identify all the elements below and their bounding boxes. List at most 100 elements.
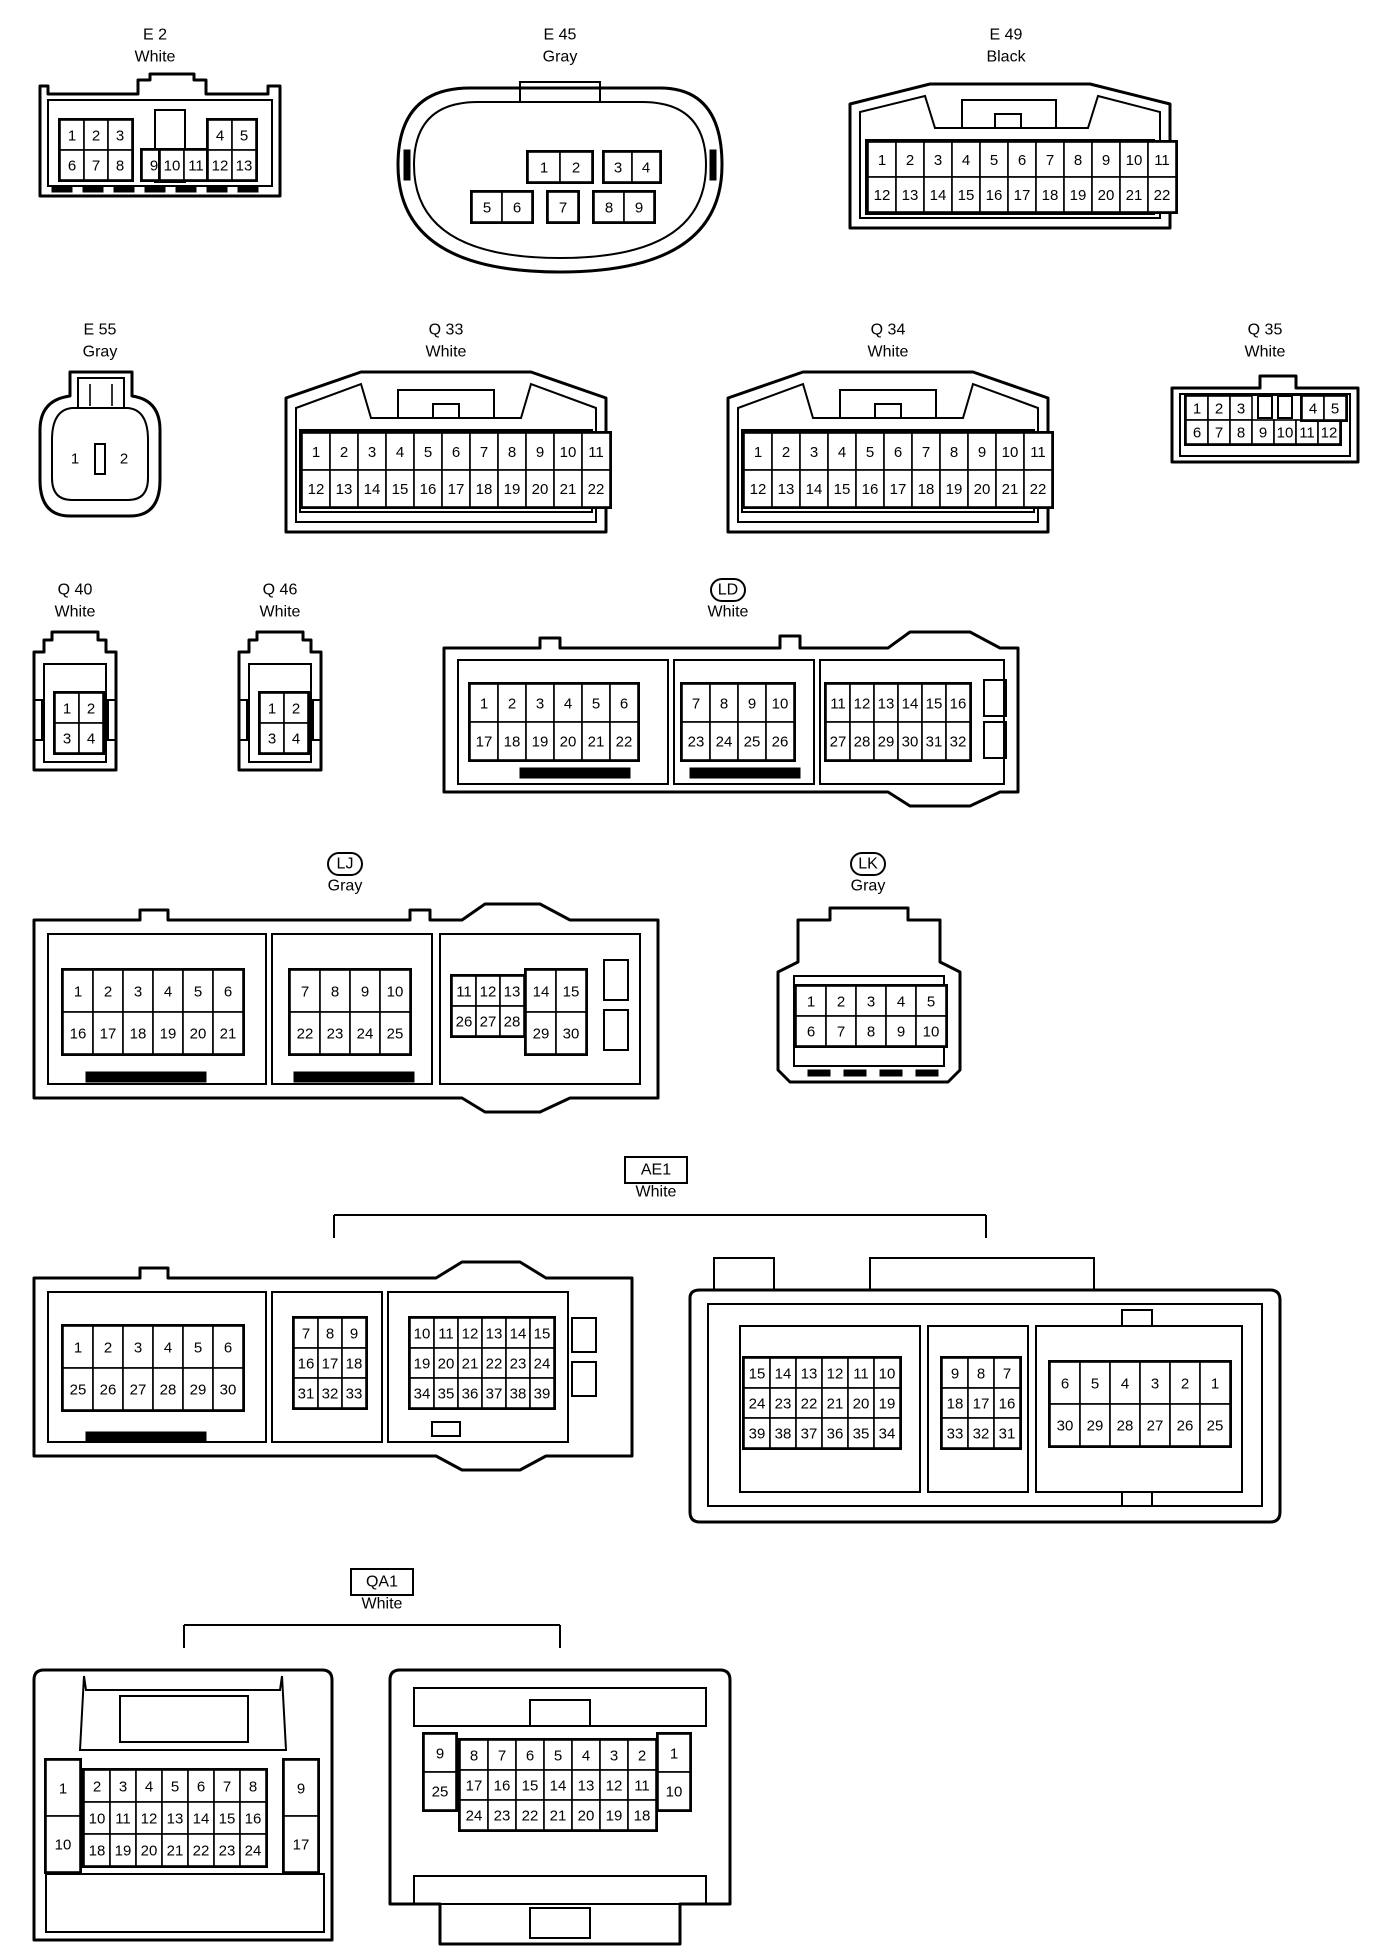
pin-number: 16 <box>420 481 437 498</box>
pin-number: 9 <box>1259 425 1267 442</box>
connector-id-label: LJ <box>337 856 354 873</box>
pin-number: 15 <box>534 1326 551 1343</box>
pin-number: 6 <box>197 1779 205 1796</box>
pin-number: 10 <box>879 1366 896 1383</box>
pin-number: 21 <box>588 734 605 751</box>
pin-number: 10 <box>1277 425 1294 442</box>
pin-number: 2 <box>292 701 300 718</box>
pin-number: 6 <box>224 1340 232 1357</box>
pin-number: 14 <box>533 984 550 1001</box>
pin-number: 22 <box>616 734 633 751</box>
pin-number: 20 <box>974 481 991 498</box>
pin-number: 17 <box>1014 187 1031 204</box>
pin-number: 17 <box>973 1396 990 1413</box>
pin-number: 19 <box>1070 187 1087 204</box>
pin-number: 23 <box>510 1356 527 1373</box>
pin-number: 5 <box>194 1340 202 1357</box>
pin-number: 11 <box>588 444 604 461</box>
pin-number: 8 <box>470 1748 478 1765</box>
pin-number: 8 <box>508 444 516 461</box>
pin-number: 3 <box>116 128 124 145</box>
pin-number: 3 <box>134 1340 142 1357</box>
pin-number: 1 <box>59 1781 67 1798</box>
pin-number: 18 <box>476 481 493 498</box>
pin-number: 1 <box>71 451 79 468</box>
pin-number: 7 <box>559 200 567 217</box>
pin-number: 1 <box>74 1340 82 1357</box>
connector-color-label: Gray <box>543 49 578 66</box>
pin-number: 24 <box>245 1843 262 1860</box>
pin-number: 8 <box>326 1326 334 1343</box>
pin-number: 21 <box>560 481 577 498</box>
pin-number: 14 <box>930 187 947 204</box>
pin-number: 27 <box>480 1014 497 1031</box>
pin-number: 31 <box>999 1426 1016 1443</box>
pin-number: 7 <box>302 1326 310 1343</box>
pin-number: 9 <box>897 1024 905 1041</box>
pin-number: 6 <box>224 984 232 1001</box>
pin-number: 5 <box>592 696 600 713</box>
pin-number: 16 <box>999 1396 1016 1413</box>
pin-number: 26 <box>1177 1418 1194 1435</box>
pin-number: 30 <box>220 1382 237 1399</box>
pin-number: 6 <box>807 1024 815 1041</box>
pin-number: 7 <box>692 696 700 713</box>
pin-number: 16 <box>494 1778 511 1795</box>
pin-number: 12 <box>874 187 891 204</box>
pin-number: 5 <box>927 994 935 1011</box>
pin-number: 34 <box>879 1426 896 1443</box>
pin-number: 33 <box>346 1386 363 1403</box>
pin-number: 11 <box>115 1811 131 1828</box>
connector-id-label: AE1 <box>641 1162 671 1179</box>
pin-number: 12 <box>827 1366 844 1383</box>
pin-number: 3 <box>867 994 875 1011</box>
pin-number: 2 <box>837 994 845 1011</box>
connector-id-label: Q 40 <box>58 582 93 599</box>
pin-number: 5 <box>424 444 432 461</box>
pin-number: 19 <box>532 734 549 751</box>
pin-number: 17 <box>322 1356 339 1373</box>
pin-number: 17 <box>448 481 465 498</box>
pin-number: 7 <box>92 158 100 175</box>
pin-number: 19 <box>414 1356 431 1373</box>
connector-id-label: E 55 <box>84 322 117 339</box>
pin-number: 29 <box>1087 1418 1104 1435</box>
pin-number: 1 <box>268 701 276 718</box>
pin-number: 22 <box>801 1396 818 1413</box>
connector-color-label: White <box>55 604 96 621</box>
pin-number: 2 <box>104 984 112 1001</box>
connector-id-label: E 45 <box>544 27 577 44</box>
pin-number: 3 <box>614 160 622 177</box>
pin-number: 12 <box>141 1811 158 1828</box>
pin-number: 5 <box>554 1748 562 1765</box>
pin-number: 6 <box>68 158 76 175</box>
pin-number: 11 <box>830 696 846 713</box>
pin-number: 7 <box>1046 152 1054 169</box>
pin-number: 20 <box>190 1026 207 1043</box>
pin-number: 13 <box>167 1811 184 1828</box>
pin-number: 1 <box>312 444 320 461</box>
pin-number: 27 <box>1147 1418 1164 1435</box>
pin-number: 23 <box>688 734 705 751</box>
pin-number: 3 <box>119 1779 127 1796</box>
pin-number: 18 <box>346 1356 363 1373</box>
pin-number: 4 <box>87 731 95 748</box>
pin-number: 27 <box>130 1382 147 1399</box>
pin-number: 6 <box>620 696 628 713</box>
connector-color-label: White <box>636 1184 677 1201</box>
pin-number: 6 <box>894 444 902 461</box>
pin-number: 1 <box>807 994 815 1011</box>
pin-number: 29 <box>533 1026 550 1043</box>
pin-number: 32 <box>322 1386 339 1403</box>
pin-number: 18 <box>1042 187 1059 204</box>
pin-number: 25 <box>432 1784 449 1801</box>
connector-id-label: Q 35 <box>1248 322 1283 339</box>
pin-number: 19 <box>879 1396 896 1413</box>
pin-number: 17 <box>293 1837 310 1854</box>
pin-number: 11 <box>1299 425 1315 442</box>
pin-number: 4 <box>642 160 650 177</box>
pin-number: 5 <box>866 444 874 461</box>
pin-number: 2 <box>92 128 100 145</box>
